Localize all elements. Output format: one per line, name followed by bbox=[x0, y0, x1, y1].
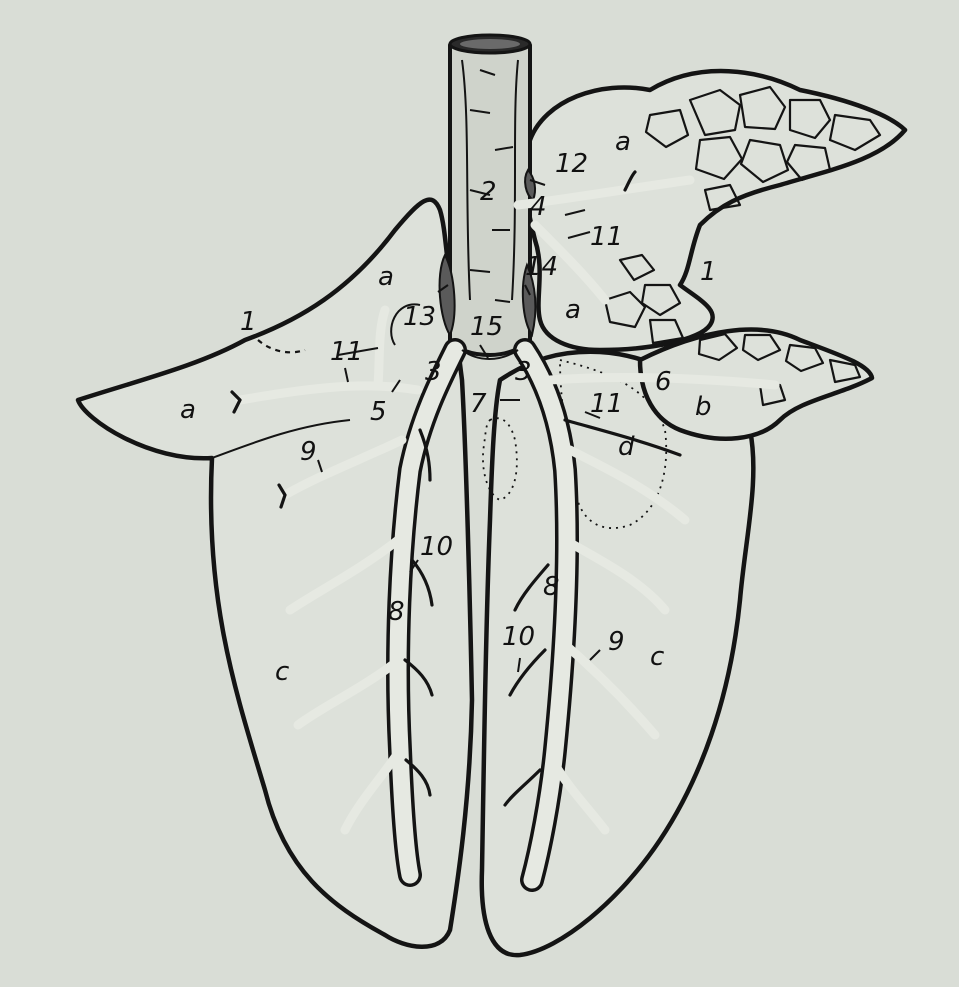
label-d: d bbox=[618, 432, 635, 462]
label-4: 4 bbox=[530, 192, 547, 222]
label-7: 7 bbox=[470, 389, 487, 419]
label-9-right: 9 bbox=[608, 627, 625, 657]
label-2: 2 bbox=[480, 177, 497, 207]
label-3-right: 3 bbox=[515, 357, 532, 387]
label-11-left: 11 bbox=[330, 337, 363, 367]
label-8-right: 8 bbox=[543, 572, 560, 602]
label-5: 5 bbox=[370, 397, 387, 427]
label-14: 14 bbox=[525, 252, 558, 282]
label-10-left: 10 bbox=[420, 532, 453, 562]
label-8-left: 8 bbox=[388, 597, 405, 627]
label-9-left: 9 bbox=[300, 437, 317, 467]
label-a-left-top: a bbox=[378, 262, 394, 292]
label-12: 12 bbox=[555, 149, 588, 179]
label-3-left: 3 bbox=[425, 357, 442, 387]
label-13: 13 bbox=[403, 302, 436, 332]
label-a-right-mid: a bbox=[565, 295, 581, 325]
label-1-left: 1 bbox=[240, 307, 257, 337]
label-6: 6 bbox=[655, 367, 672, 397]
label-1-right: 1 bbox=[700, 257, 717, 287]
label-a-left-low: a bbox=[180, 395, 196, 425]
label-15: 15 bbox=[470, 312, 503, 342]
label-11-right-top: 11 bbox=[590, 222, 623, 252]
label-b: b bbox=[695, 392, 712, 422]
label-10-right: 10 bbox=[502, 622, 535, 652]
label-11-right-mid: 11 bbox=[590, 389, 623, 419]
label-c-left: c bbox=[275, 657, 289, 687]
label-a-right-top: a bbox=[615, 127, 631, 157]
label-c-right: c bbox=[650, 642, 664, 672]
